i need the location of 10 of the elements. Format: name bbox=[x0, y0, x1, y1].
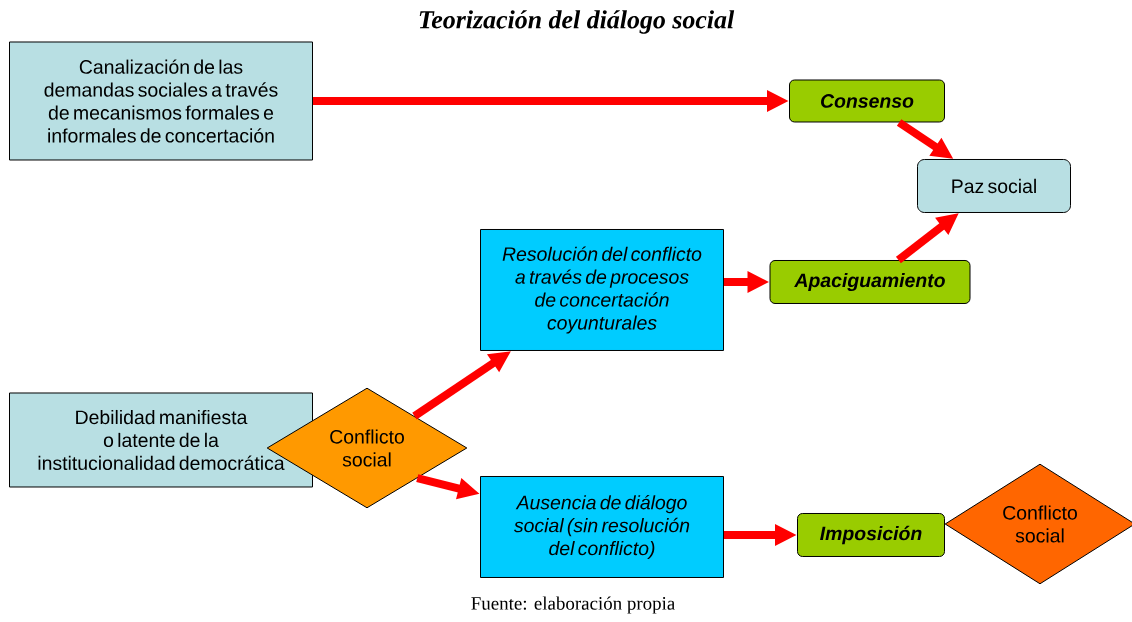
outcome-box: Imposición bbox=[797, 513, 945, 557]
process-box: Resolución del conflicto a través de procesos de concertación coyunturales bbox=[480, 229, 724, 351]
result-box: Paz social bbox=[917, 159, 1071, 213]
process-box: Ausencia de diálogo social (sin resolución del conflicto) bbox=[480, 476, 724, 578]
title: Teorización del diálogo social bbox=[419, 10, 735, 34]
outcome-box: Apaciguamiento bbox=[769, 260, 971, 304]
caption: Fuente: elaboración propia bbox=[471, 596, 675, 614]
process-box: Canalización de las demandas sociales a través de mecanismos formales e informales de concertación bbox=[9, 41, 313, 161]
process-box: Debilidad manifiesta o latente de la institucionalidad democrática bbox=[9, 392, 313, 488]
outcome-box: Consenso bbox=[789, 79, 945, 123]
